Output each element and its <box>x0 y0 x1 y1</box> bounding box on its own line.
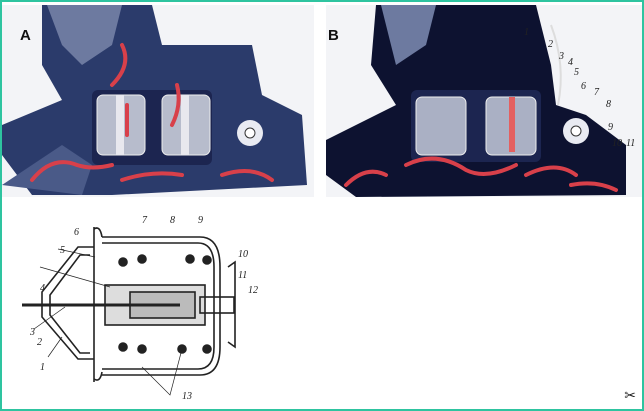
callout-b-6: 6 <box>581 81 586 92</box>
panel-label-b: B <box>328 27 339 44</box>
callout-b-11: 11 <box>626 138 636 149</box>
callout-s-13: 13 <box>182 391 192 402</box>
callout-s-10: 10 <box>238 249 248 260</box>
callout-b-10: 10 <box>612 138 622 149</box>
wrench-screwdriver-icon: ✂ <box>624 389 636 404</box>
thermostat-section-drawing <box>22 227 236 396</box>
callout-b-9: 9 <box>608 122 613 133</box>
engine-illustration-b <box>326 5 642 197</box>
callout-s-8: 8 <box>170 215 175 226</box>
engine-illustration-a <box>2 5 314 197</box>
callout-b-2: 2 <box>548 39 553 50</box>
engine-panel-b: B 1 2 3 4 5 6 7 8 9 10 11 <box>326 5 642 197</box>
callout-b-5: 5 <box>574 67 579 78</box>
callout-b-7: 7 <box>594 87 599 98</box>
callout-s-12: 12 <box>248 285 258 296</box>
panel-label-a: A <box>20 27 31 44</box>
callout-s-2: 2 <box>37 337 42 348</box>
callout-s-1: 1 <box>40 362 45 373</box>
callout-s-9: 9 <box>198 215 203 226</box>
callout-b-1: 1 <box>524 27 529 38</box>
thermostat-section: 1 2 3 4 5 6 7 8 9 10 11 12 13 <box>10 207 260 407</box>
callout-s-5: 5 <box>60 245 65 256</box>
engine-panel-a: A <box>2 5 314 197</box>
callout-b-4: 4 <box>568 57 573 68</box>
callout-s-11: 11 <box>238 270 248 281</box>
callout-s-6: 6 <box>74 227 79 238</box>
callout-s-4: 4 <box>40 283 45 294</box>
callout-s-7: 7 <box>142 215 147 226</box>
callout-b-8: 8 <box>606 99 611 110</box>
callout-b-3: 3 <box>559 51 564 62</box>
callout-s-3: 3 <box>30 327 35 338</box>
